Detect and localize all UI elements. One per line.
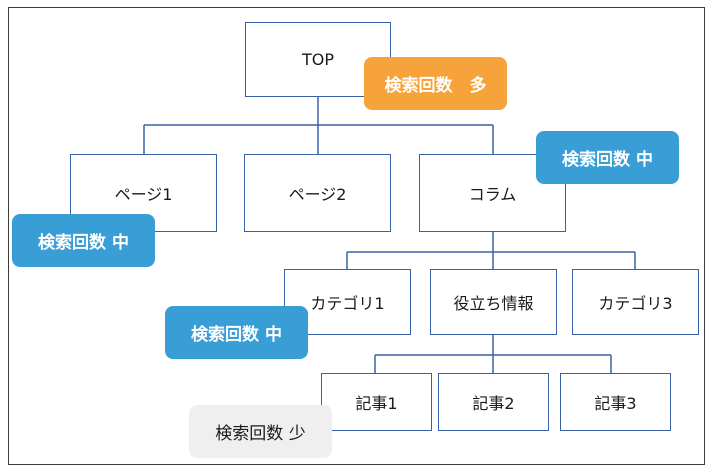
badge-search-mid-column: 検索回数 中 xyxy=(536,131,679,184)
node-page2: ページ2 xyxy=(244,154,391,232)
node-category3: カテゴリ3 xyxy=(572,269,699,335)
node-article1: 記事1 xyxy=(321,373,432,431)
badge-search-low-articles: 検索回数 少 xyxy=(189,405,332,458)
node-useful-info: 役立ち情報 xyxy=(430,269,557,335)
node-category1: カテゴリ1 xyxy=(284,269,411,335)
badge-search-high-top: 検索回数 多 xyxy=(364,57,507,110)
badge-search-mid-category1: 検索回数 中 xyxy=(165,306,308,359)
node-article3: 記事3 xyxy=(560,373,671,431)
diagram-frame xyxy=(8,7,705,465)
node-article2: 記事2 xyxy=(438,373,549,431)
badge-search-mid-page1: 検索回数 中 xyxy=(12,214,155,267)
